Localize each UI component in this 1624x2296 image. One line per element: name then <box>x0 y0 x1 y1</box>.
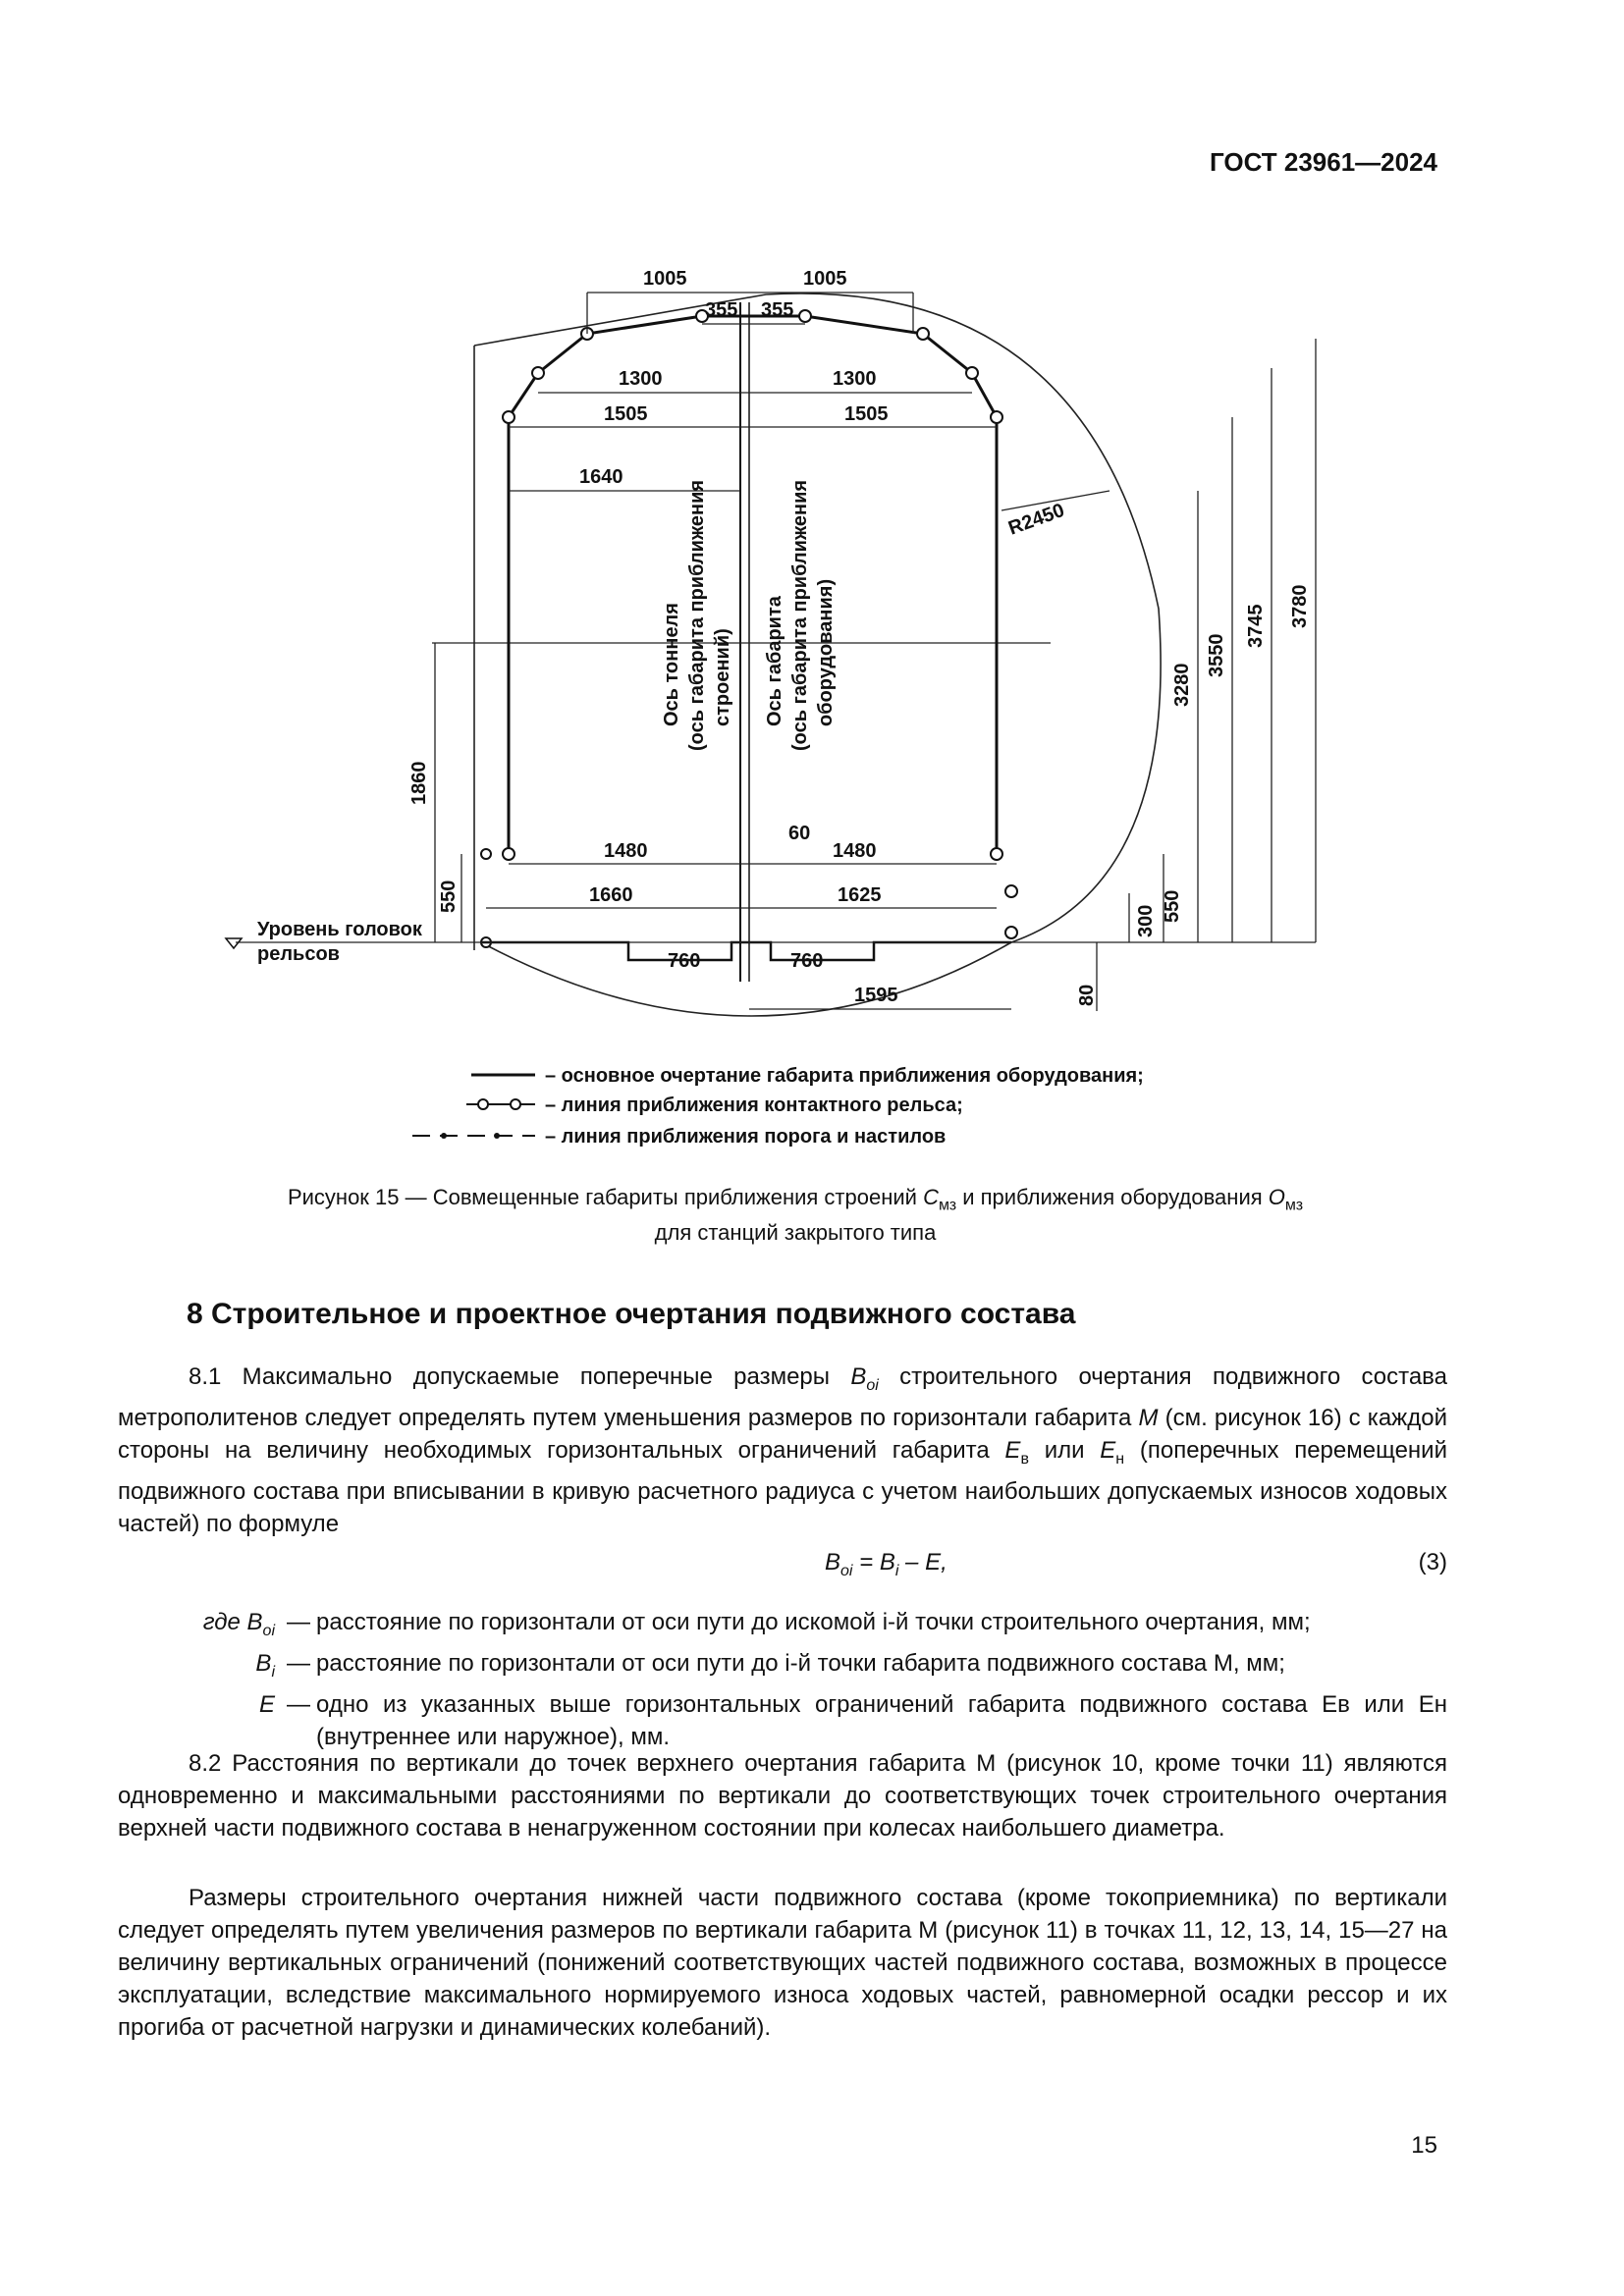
dim-300: 300 <box>1135 905 1157 937</box>
axis-label-gauge: Ось габарита (ось габарита приближения о… <box>764 480 837 751</box>
rail-level-label-2: рельсов <box>257 943 340 965</box>
svg-text:Ось габарита: Ось габарита <box>764 595 785 726</box>
paragraph-8-3: Размеры строительного очертания нижней ч… <box>118 1885 1447 2041</box>
svg-text:оборудования): оборудования) <box>815 579 837 726</box>
legend-threshold: – линия приближения порога и настилов <box>545 1126 946 1148</box>
section-heading: 8 Строительное и проектное очертания под… <box>187 1298 1076 1330</box>
dim-3550: 3550 <box>1206 634 1227 678</box>
dim-1480-right: 1480 <box>833 840 877 862</box>
dim-760-left: 760 <box>668 950 700 972</box>
definition-row: E — одно из указанных выше горизонтальны… <box>258 1690 1447 1750</box>
dim-355-left: 355 <box>705 299 737 321</box>
dim-550-left: 550 <box>438 881 460 913</box>
contact-rail-points <box>480 309 1018 948</box>
page-number: 15 <box>1411 2132 1437 2159</box>
legend-main: – основное очертание габарита приближени… <box>545 1065 1144 1087</box>
dim-1005-right: 1005 <box>803 268 847 290</box>
dim-1005-left: 1005 <box>643 268 687 290</box>
paragraph-8-1: 8.1 Максимально допускаемые поперечные р… <box>118 1363 1447 1537</box>
dim-550-right: 550 <box>1162 890 1183 923</box>
rail-level-marker <box>224 937 244 950</box>
axis-label-tunnel: Ось тоннеля (ось габарита приближения ст… <box>661 480 733 751</box>
dim-60: 60 <box>788 823 810 844</box>
definition-row: где Boi — расстояние по горизонтали от о… <box>202 1609 1311 1639</box>
definitions-list: где Boi — расстояние по горизонтали от о… <box>118 1606 1447 1753</box>
dim-1660: 1660 <box>589 884 633 906</box>
legend-line-threshold <box>412 1133 535 1139</box>
tunnel-arc <box>473 293 1162 1017</box>
dim-1480-left: 1480 <box>604 840 648 862</box>
legend-contact: – линия приближения контактного рельса; <box>545 1095 963 1116</box>
dim-1505-right: 1505 <box>844 403 889 425</box>
dim-760-right: 760 <box>790 950 823 972</box>
definition-row: Bi — расстояние по горизонтали от оси пу… <box>255 1649 1285 1681</box>
dim-1860: 1860 <box>408 762 430 806</box>
dim-355-right: 355 <box>761 299 793 321</box>
svg-text:(ось габарита приближения: (ось габарита приближения <box>686 480 708 751</box>
dim-1300-right: 1300 <box>833 368 877 390</box>
rail-level-line <box>481 940 1011 962</box>
equipment-outline <box>507 314 999 854</box>
svg-text:строений): строений) <box>712 628 733 726</box>
dim-80: 80 <box>1076 985 1098 1006</box>
dim-3745: 3745 <box>1245 605 1267 649</box>
dim-radius: R2450 <box>1005 500 1067 540</box>
page-header: ГОСТ 23961—2024 <box>1210 147 1437 177</box>
dim-1640: 1640 <box>579 466 623 488</box>
dim-1595: 1595 <box>854 985 898 1006</box>
legend-line-contact <box>466 1098 535 1110</box>
dim-1505-left: 1505 <box>604 403 648 425</box>
dim-1625: 1625 <box>838 884 882 906</box>
dim-1300-left: 1300 <box>619 368 663 390</box>
rail-level-label-1: Уровень головок <box>257 919 423 940</box>
svg-text:Ось тоннеля: Ось тоннеля <box>661 603 682 726</box>
svg-text:(ось габарита приближения: (ось габарита приближения <box>789 480 811 751</box>
dim-3780: 3780 <box>1289 585 1311 629</box>
dim-3280: 3280 <box>1171 664 1193 708</box>
figure-caption: Рисунок 15 — Совмещенные габариты прибли… <box>287 1185 1304 1246</box>
gauge-drawing: 1005 1005 355 355 1300 1300 1505 1505 16… <box>224 268 1317 1148</box>
paragraph-8-2: 8.2 Расстояния по вертикали до точек вер… <box>118 1750 1447 1842</box>
